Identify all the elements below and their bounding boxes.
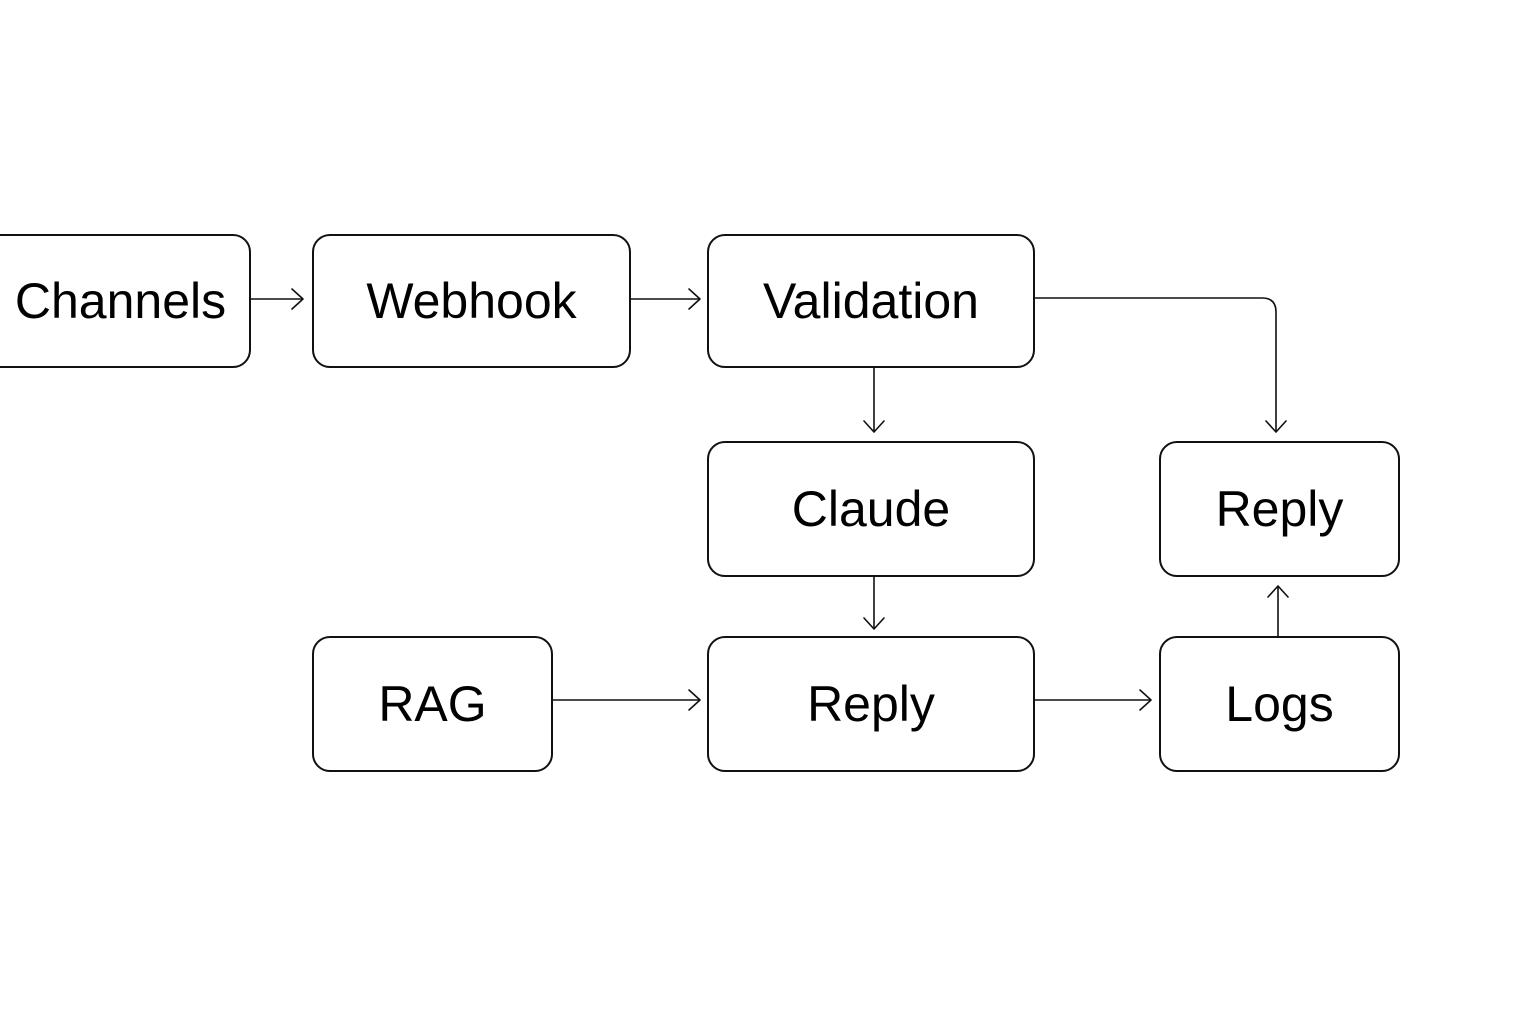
node-reply-right: Reply (1159, 441, 1400, 577)
edge-webhook-validation (631, 288, 701, 310)
node-reply-mid: Reply (707, 636, 1035, 772)
node-validation-label: Validation (763, 273, 979, 329)
node-webhook: Webhook (312, 234, 631, 368)
edge-channels-webhook (251, 288, 304, 310)
node-rag: RAG (312, 636, 553, 772)
edge-validation-reply-right (1035, 297, 1287, 433)
node-webhook-label: Webhook (366, 273, 577, 329)
edge-logs-reply-right (1267, 585, 1289, 636)
edge-reply-mid-logs (1035, 689, 1152, 711)
node-logs-label: Logs (1225, 676, 1334, 732)
node-claude-label: Claude (791, 481, 951, 537)
node-channels: Channels (0, 234, 251, 368)
edge-claude-reply-mid (863, 577, 885, 630)
node-logs: Logs (1159, 636, 1400, 772)
edge-rag-reply-mid (553, 689, 701, 711)
node-claude: Claude (707, 441, 1035, 577)
node-channels-label: Channels (14, 273, 227, 329)
node-validation: Validation (707, 234, 1035, 368)
node-reply-right-label: Reply (1215, 481, 1344, 537)
node-rag-label: RAG (378, 676, 487, 732)
edge-validation-claude (863, 368, 885, 433)
node-reply-mid-label: Reply (807, 676, 935, 732)
